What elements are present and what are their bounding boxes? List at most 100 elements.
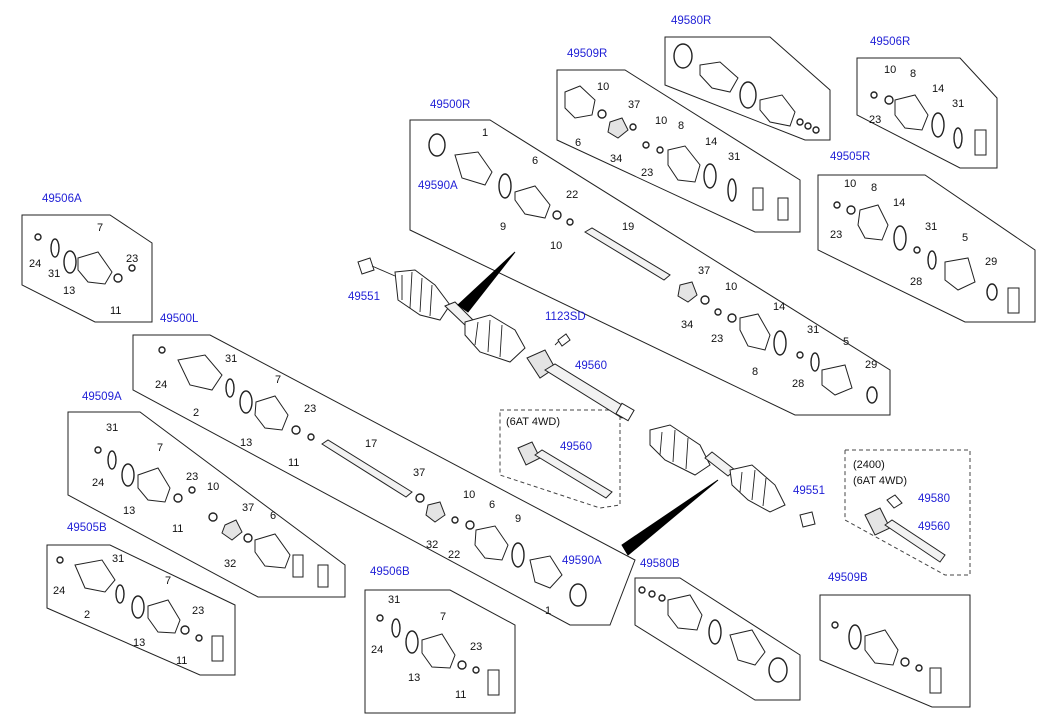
label-1123SD: 1123SD [545,311,586,323]
num-a6-23: 23 [126,253,138,265]
num-m-5: 5 [843,336,849,348]
num-a9-13: 13 [123,505,135,517]
num-a9-23: 23 [186,471,198,483]
num-r5-23: 23 [830,229,842,241]
label-49506B: 49506B [370,566,410,578]
num-r6-8: 8 [910,68,916,80]
note-2400: (2400) [853,459,885,471]
num-l-24: 24 [155,379,167,391]
num-b6-13: 13 [408,672,420,684]
box-49500L [132,334,636,626]
pointer-wedge-top [457,251,516,313]
box-49580R [664,36,831,141]
label-49580-2400: 49580 [918,493,950,505]
label-49500R: 49500R [430,99,470,111]
bolt-1123SD [557,333,571,347]
box-49500R [409,119,891,416]
num-r5-14: 14 [893,197,905,209]
label-49505R: 49505R [830,151,870,163]
num-l-10: 10 [463,489,475,501]
parts-49505B [56,556,224,662]
box-49505R [817,174,1036,323]
num-l-31: 31 [225,353,237,365]
num-r5-10: 10 [844,178,856,190]
label-49506A: 49506A [42,193,82,205]
label-49560-2400: 49560 [918,521,950,533]
num-l-11: 11 [288,457,299,469]
label-49551-left: 49551 [348,291,380,303]
num-m-34: 34 [681,319,693,331]
num-b6-11: 11 [455,689,466,701]
num-l-13: 13 [240,437,252,449]
num-r6-14: 14 [932,83,944,95]
num-a9-7: 7 [157,442,163,454]
note-2400-6at-4wd: (6AT 4WD) [853,475,907,487]
num-l-6: 6 [489,499,495,511]
num-r5-5: 5 [962,232,968,244]
num-r-8: 8 [678,120,684,132]
num-b5-13: 13 [133,637,145,649]
num-a9-10: 10 [207,481,219,493]
parts-49505R [833,201,1020,314]
num-l-9: 9 [515,513,521,525]
num-a9-11: 11 [172,523,183,535]
num-m-31: 31 [807,324,819,336]
label-49580R: 49580R [671,15,711,27]
num-m-28: 28 [792,378,804,390]
left-inner-boot [464,314,526,363]
num-a9-6: 6 [270,510,276,522]
right-outer-boot [729,464,786,513]
num-l-37: 37 [413,467,425,479]
num-a9-24: 24 [92,477,104,489]
num-r5-29: 29 [985,256,997,268]
assembly-code-labels: 49580R 49509R 49506R 49500R 49590A 49505… [42,15,950,584]
main-driveshaft-assembly [357,251,816,556]
num-a6-13: 13 [63,285,75,297]
num-r-34: 34 [610,153,622,165]
num-m-37: 37 [698,265,710,277]
num-m-10b: 10 [725,281,737,293]
num-r6-31: 31 [952,98,964,110]
label-49560-main: 49560 [575,360,607,372]
num-r-37: 37 [628,99,640,111]
num-a6-11: 11 [110,305,121,317]
num-r5-31: 31 [925,221,937,233]
box-49506B [364,589,516,714]
num-m-10: 10 [550,240,562,252]
num-l-1: 1 [545,605,551,617]
num-b6-31: 31 [388,594,400,606]
pointer-wedge-bottom [621,479,719,556]
parts-49560-2400 [864,494,946,563]
box-49580B [634,577,801,701]
num-r-10a: 10 [597,81,609,93]
part-number-labels: 10 37 6 34 10 8 14 31 23 10 8 14 31 23 1… [29,64,997,701]
num-a6-24: 24 [29,258,41,270]
box-49506R [856,57,998,169]
num-b6-24: 24 [371,644,383,656]
num-a9-37: 37 [242,502,254,514]
num-r-31: 31 [728,151,740,163]
parts-49509B [831,621,942,694]
variant-notes: (6AT 4WD) (2400) (6AT 4WD) [506,416,907,487]
parts-49506A [34,233,136,285]
label-49590A-bottom: 49590A [562,555,602,567]
num-m-6: 6 [532,155,538,167]
parts-49500L [158,346,587,607]
label-49580B: 49580B [640,558,680,570]
num-r-14: 14 [705,136,717,148]
num-m-23: 23 [711,333,723,345]
label-49509B: 49509B [828,572,868,584]
parts-49506B [376,614,500,696]
label-49551-right: 49551 [793,485,825,497]
num-b6-23: 23 [470,641,482,653]
num-a6-7: 7 [97,222,103,234]
num-m-9: 9 [500,221,506,233]
num-l-17: 17 [365,438,377,450]
parts-49580B [638,586,788,683]
num-b5-24: 24 [53,585,65,597]
right-inner-boot [649,424,711,476]
parts-49580R [673,43,820,134]
num-b5-7: 7 [165,575,171,587]
num-b5-23: 23 [192,605,204,617]
